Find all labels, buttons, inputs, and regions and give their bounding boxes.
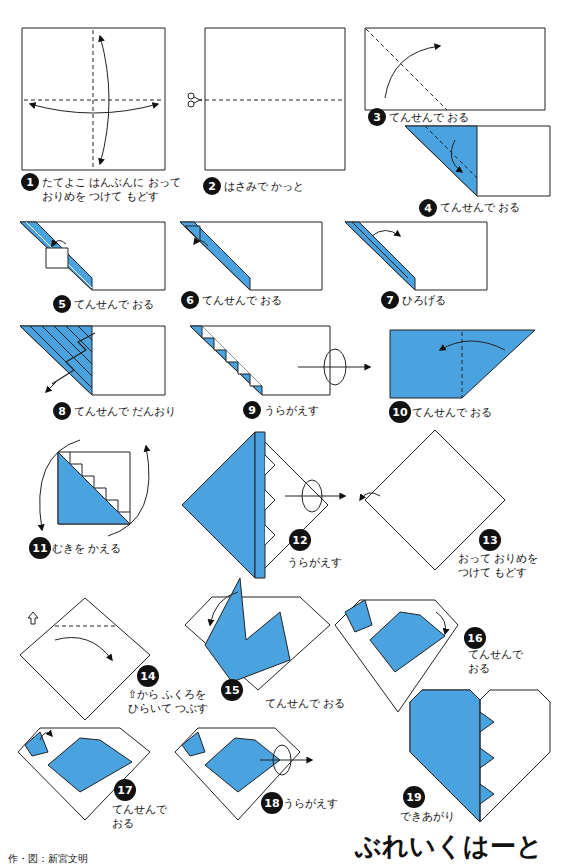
caption-text: ひろげる: [402, 294, 446, 306]
step-number-text: 16: [467, 633, 482, 644]
title-text: ぶれいくはーと: [355, 831, 543, 861]
step-number: 13: [479, 529, 501, 551]
step-caption: ひろげる: [402, 294, 446, 308]
step-number: 11: [29, 537, 51, 559]
step-number-text: 2: [208, 181, 216, 192]
step-number: 17: [114, 779, 136, 801]
step-number-text: 15: [224, 685, 239, 696]
step-caption: たてよこ はんぶんに おって おりめを つけて もどす: [42, 176, 202, 203]
step-caption: てんせんで おる: [74, 298, 154, 312]
step-number-text: 18: [264, 798, 279, 809]
step-number: 8: [53, 402, 71, 420]
caption-text: てんせんで おる: [412, 406, 492, 418]
caption-text: できあがり: [400, 810, 455, 822]
step-number: 14: [137, 665, 159, 687]
step-number-text: 12: [292, 535, 307, 546]
step-number: 6: [181, 291, 199, 309]
step-number: 4: [419, 199, 437, 217]
caption-text: うらがえす: [287, 556, 342, 568]
caption-text: うらがえす: [283, 797, 338, 809]
caption-text: てんせんで おる: [74, 298, 154, 310]
step-number: 19: [403, 786, 425, 808]
caption-text: てんせんで おる: [389, 111, 469, 123]
step-caption: てんせんで おる: [412, 406, 492, 420]
step-number-text: 14: [140, 671, 155, 682]
caption-text: てんせんで だんおり: [74, 405, 176, 417]
step-caption: てんせんで おる: [440, 201, 520, 215]
step-number-text: 13: [482, 535, 497, 546]
title: ぶれいくはーと: [355, 832, 543, 861]
step-caption: てんせんで おる: [468, 648, 528, 675]
step-number: 9: [243, 401, 261, 419]
step-number-text: 7: [386, 295, 394, 306]
step-number: 2: [203, 177, 221, 195]
step-number: 5: [53, 295, 71, 313]
step-caption: ⇧から ふくろを ひらいて つぶす: [128, 688, 218, 715]
step-number: 18: [261, 792, 283, 814]
caption-text: てんせんで おる: [202, 294, 282, 306]
caption-text: てんせんで おる: [112, 803, 167, 829]
step-number: 1: [21, 173, 39, 191]
step-number: 16: [464, 627, 486, 649]
caption-text: はさみで かっと: [224, 180, 304, 192]
step-caption: むきを かえる: [52, 542, 121, 556]
step-caption: てんせんで おる: [389, 111, 469, 125]
step-number-text: 9: [248, 405, 256, 416]
step-caption: てんせんで おる: [112, 803, 167, 830]
step-caption: てんせんで だんおり: [74, 405, 176, 419]
step-number-text: 8: [58, 406, 66, 417]
step-caption: うらがえす: [287, 556, 342, 570]
caption-text: 作・図：新宮文明: [8, 853, 88, 864]
step-number-text: 4: [424, 203, 432, 214]
caption-text: てんせんで おる: [468, 648, 523, 674]
step-number-text: 19: [406, 792, 421, 803]
caption-text: むきを かえる: [52, 542, 121, 554]
step-number: 15: [221, 679, 243, 701]
caption-text: たてよこ はんぶんに おって おりめを つけて もどす: [42, 176, 181, 202]
step-number-text: 1: [26, 177, 34, 188]
caption-text: てんせんで おる: [265, 697, 345, 709]
step-caption: うらがえす: [264, 404, 319, 418]
step-number: 3: [368, 108, 386, 126]
step-number-text: 5: [58, 299, 66, 310]
caption-text: てんせんで おる: [440, 201, 520, 213]
step-caption: おって おりめを つけて もどす: [458, 552, 553, 579]
step-number: 12: [289, 529, 311, 551]
credit: 作・図：新宮文明: [8, 852, 88, 865]
step-caption: うらがえす: [283, 797, 338, 811]
step-caption: はさみで かっと: [224, 180, 304, 194]
step-caption: てんせんで おる: [202, 294, 282, 308]
step-number: 7: [381, 291, 399, 309]
step-caption: てんせんで おる: [265, 697, 345, 711]
step-number-text: 6: [186, 295, 194, 306]
caption-text: うらがえす: [264, 404, 319, 416]
caption-text: ⇧から ふくろを ひらいて つぶす: [128, 688, 208, 714]
step-caption: できあがり: [400, 810, 455, 824]
step-number-text: 17: [117, 785, 132, 796]
step-number-text: 11: [32, 543, 47, 554]
step-number: 10: [389, 401, 411, 423]
caption-text: おって おりめを つけて もどす: [458, 552, 538, 578]
step-number-text: 10: [392, 407, 407, 418]
step-number-text: 3: [373, 112, 381, 123]
